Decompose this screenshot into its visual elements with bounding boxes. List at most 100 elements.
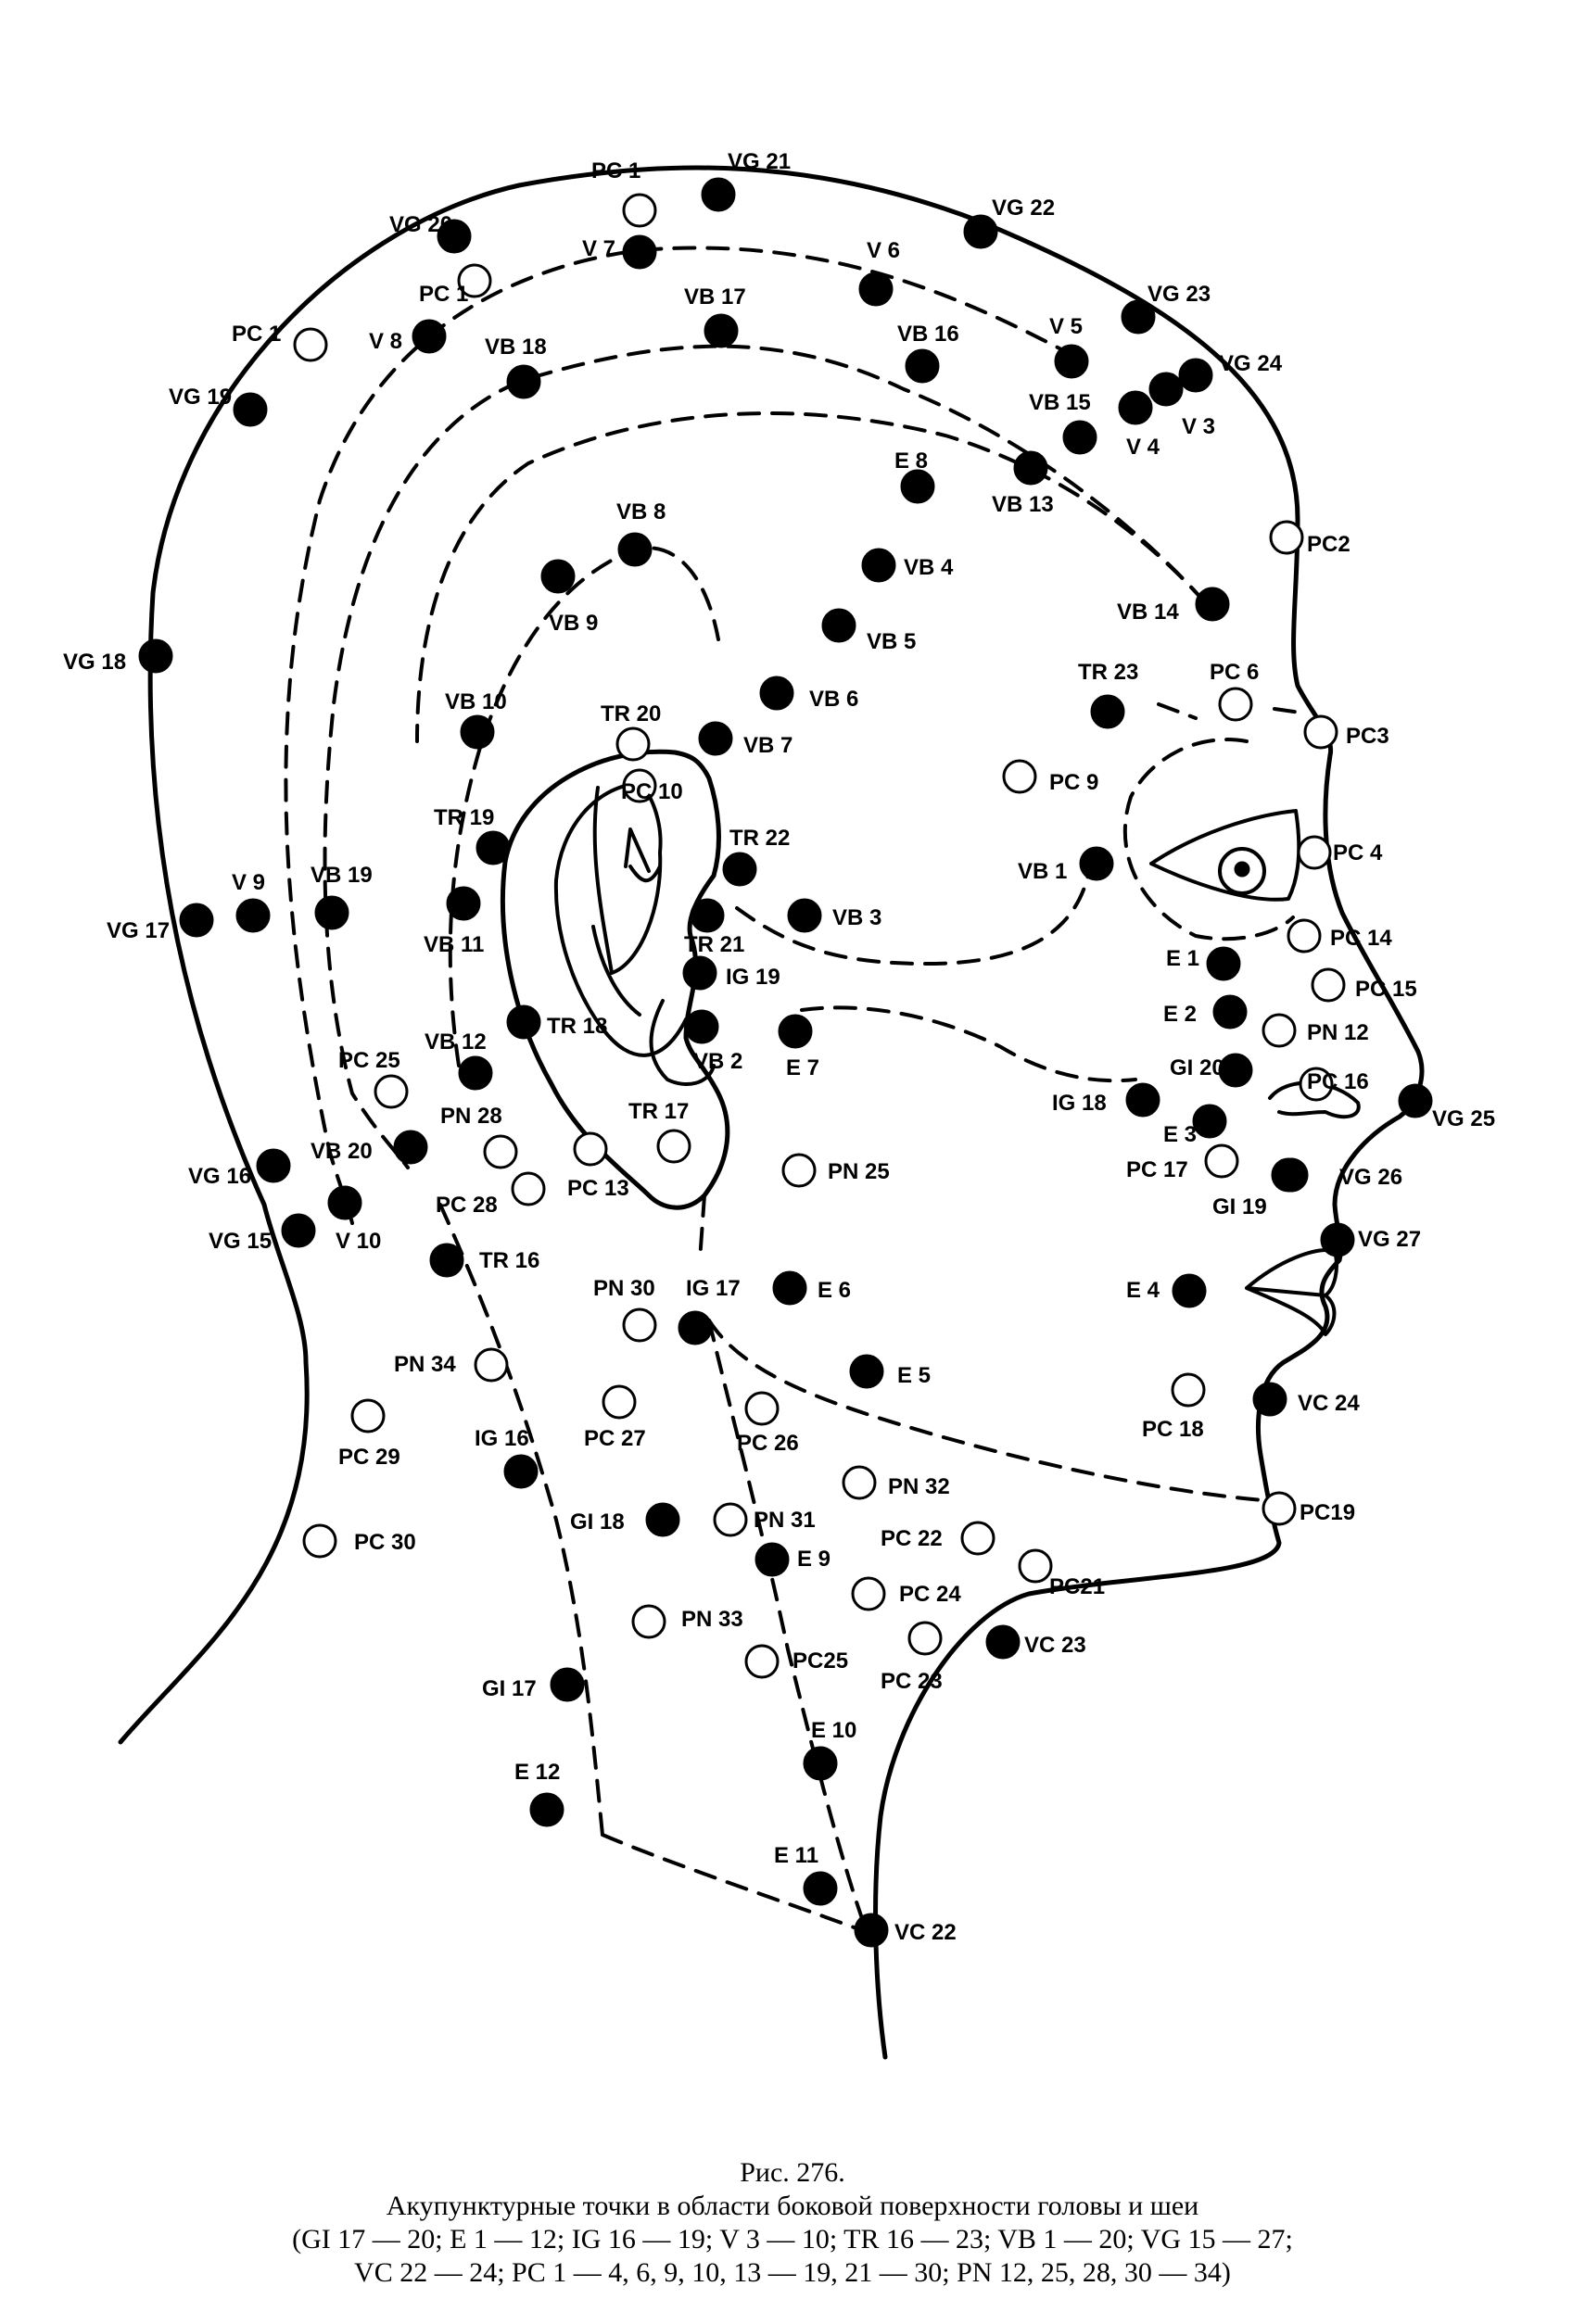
point-label-vb9: VB 9 [549,611,598,636]
point-label-pc26: PC 26 [737,1431,799,1456]
point-ig19 [682,955,717,991]
point-label-pc22: PC 22 [881,1526,943,1551]
point-pc27 [602,1384,637,1420]
point-label-v3: V 3 [1182,414,1215,439]
point-e4 [1172,1273,1207,1308]
point-label-ig19: IG 19 [726,965,780,990]
point-pc22 [960,1521,995,1556]
point-label-vb16: VB 16 [897,322,959,347]
point-e9 [754,1542,790,1577]
point-v10 [327,1185,362,1220]
point-tr21 [690,898,725,933]
point-label-vg16: VG 16 [188,1164,251,1189]
point-vg17 [179,903,214,938]
point-vg19 [233,392,268,427]
point-label-gi17: GI 17 [482,1676,537,1701]
point-tr23 [1090,694,1125,729]
point-label-vb2: VB 2 [693,1049,742,1074]
point-label-pc27: PC 27 [584,1426,646,1451]
point-e5 [849,1354,884,1389]
point-gi19 [1271,1157,1306,1193]
meridian-brow-dashes [1157,702,1309,720]
point-pc25a [374,1074,409,1109]
point-label-pc16: PC 16 [1307,1069,1369,1094]
point-label-v9: V 9 [232,870,265,895]
point-label-pc1b: PC 1 [419,282,468,307]
point-label-vg25: VG 25 [1432,1106,1495,1131]
point-label-e9: E 9 [797,1547,831,1572]
point-pc29 [350,1398,386,1434]
point-label-vg20: VG 20 [389,212,452,237]
point-vb1 [1079,846,1114,881]
point-pc2 [1269,520,1304,555]
point-label-pn30: PN 30 [593,1276,655,1301]
point-label-tr20: TR 20 [601,701,661,726]
point-vb7 [698,721,733,756]
point-label-vg26: VG 26 [1339,1165,1402,1190]
point-vg25 [1398,1083,1433,1118]
meridian-cheek [800,1005,1137,1083]
point-label-tr22: TR 22 [729,826,790,851]
point-label-tr16: TR 16 [479,1248,539,1273]
point-pc17 [1204,1143,1239,1179]
meridian-jaw [707,1319,1276,1503]
point-label-vb20: VB 20 [311,1139,373,1164]
point-label-pn28: PN 28 [440,1104,502,1129]
point-label-pc3: PC3 [1346,724,1389,749]
meridian-bladder-line [284,246,1077,1225]
point-vb4 [861,548,896,583]
point-label-vg22: VG 22 [992,196,1055,221]
point-label-v10: V 10 [336,1229,381,1254]
point-label-pc9: PC 9 [1049,770,1098,795]
point-vg22 [963,214,998,249]
point-vb2 [684,1009,719,1044]
point-label-vb10: VB 10 [445,689,507,714]
point-e7 [778,1014,813,1049]
point-e3 [1192,1104,1227,1139]
point-tr18 [506,1004,541,1040]
point-gi18 [645,1502,680,1537]
point-label-e8: E 8 [894,448,928,474]
point-label-pc25a: PC 25 [338,1048,400,1073]
point-label-v8: V 8 [369,329,402,354]
point-tr16 [429,1243,464,1278]
point-label-e2: E 2 [1163,1002,1197,1027]
point-label-vb19: VB 19 [311,863,373,888]
point-vc22 [854,1913,889,1948]
point-label-pc24: PC 24 [899,1582,961,1607]
point-label-vb17: VB 17 [684,284,746,309]
point-label-tr17: TR 17 [628,1099,689,1124]
point-label-gi19: GI 19 [1212,1194,1267,1219]
point-v4 [1118,390,1153,425]
point-vb15 [1062,420,1097,455]
point-pc14 [1287,918,1322,954]
point-vc24 [1252,1382,1287,1417]
point-vg18 [138,638,173,674]
point-label-vb15: VB 15 [1029,390,1091,415]
point-tr17 [656,1129,691,1164]
point-label-pc13: PC 13 [567,1176,629,1201]
meridian-gallbladder-inner [415,411,1207,743]
point-label-e6: E 6 [818,1278,851,1303]
point-label-pc17: PC 17 [1126,1157,1188,1182]
point-vg24 [1178,358,1213,393]
point-pn31 [713,1502,748,1537]
point-vc23 [985,1624,1021,1660]
point-label-vb12: VB 12 [425,1029,487,1055]
point-pc9 [1002,759,1037,794]
point-pn33 [631,1604,666,1639]
caption-subtitle: Акупунктурные точки в области боковой по… [386,2191,1199,2221]
point-label-pc1c: PC 1 [232,322,281,347]
point-label-vg19: VG 19 [169,385,232,410]
point-gi20 [1218,1053,1253,1088]
eye-pupil [1234,861,1250,878]
point-tr19 [476,830,511,865]
point-ig16 [503,1454,539,1489]
point-vb17 [704,313,739,348]
point-label-vg27: VG 27 [1358,1227,1421,1252]
point-label-pc25b: PC25 [792,1648,848,1674]
point-label-e4: E 4 [1126,1278,1160,1303]
point-ig18 [1125,1082,1160,1118]
point-label-ig16: IG 16 [475,1426,529,1451]
point-pc21 [1018,1548,1053,1584]
